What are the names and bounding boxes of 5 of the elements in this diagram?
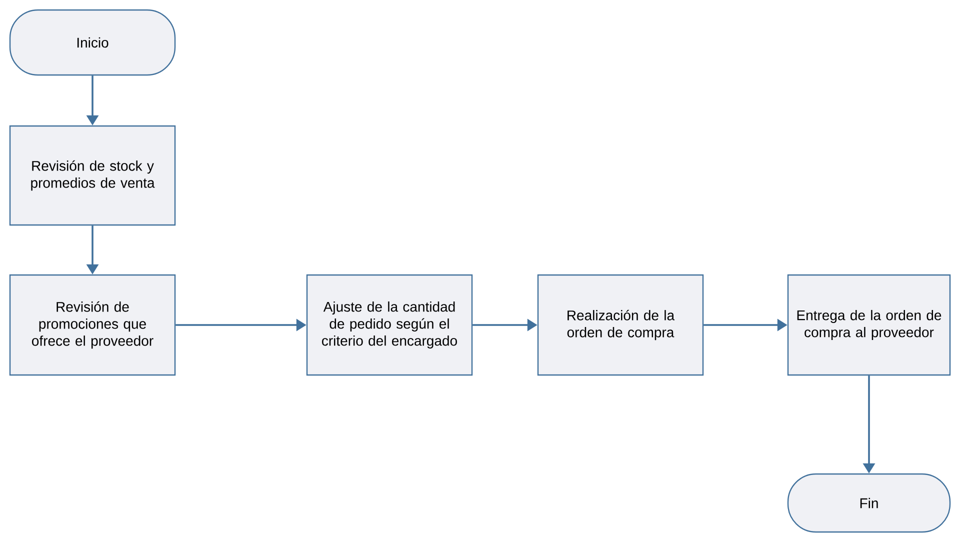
process-box: Revisión de stock y promedios de venta	[9, 125, 176, 226]
process-box: Revisión de promociones que ofrece el proveedor	[9, 274, 176, 376]
process-box: Ajuste de la cantidad de pedido según el criterio del encargado	[306, 274, 473, 376]
process-box: Realización de la orden de compra	[537, 274, 704, 376]
process-box: Entrega de la orden de compra al proveedor	[787, 274, 951, 376]
